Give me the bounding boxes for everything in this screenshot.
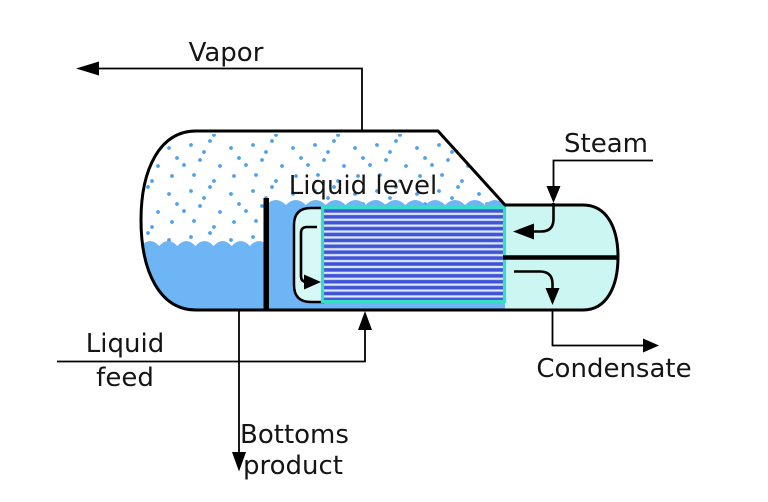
vapor-label: Vapor [189, 38, 264, 68]
condensate-label: Condensate [536, 354, 691, 384]
bottoms-product-label-line2: product [243, 451, 343, 481]
tube-return-arrowhead-icon [304, 274, 321, 290]
liquid-feed-arrowhead-icon [358, 311, 372, 330]
steam-inlet-line [552, 159, 653, 187]
liquid-level-label: Liquid level [289, 171, 438, 201]
liquid-left-compartment [141, 241, 268, 310]
steam-to-tubes-arrowhead-icon [513, 223, 534, 240]
liquid-feed-label-line1: Liquid [86, 329, 164, 359]
vapor-arrowhead-icon [76, 61, 99, 76]
vessel-outline [139, 129, 620, 312]
channel-head [292, 206, 325, 304]
vapor-outlet-line [97, 67, 363, 131]
bottoms-arrowhead-icon [232, 452, 246, 472]
condensate-arrowhead-icon [643, 338, 659, 353]
condensate-outlet-line [551, 309, 644, 347]
bottoms-product-label-line1: Bottoms [240, 420, 349, 450]
condensate-from-tubes-arrowhead-icon [545, 288, 560, 305]
condensate-from-tubes-arrow [514, 270, 554, 289]
tube-bundle [320, 205, 507, 304]
liquid-feed-label-line2: feed [96, 363, 154, 393]
steam-to-tubes-arrow [533, 203, 555, 233]
liquid-feed-line [57, 329, 366, 363]
steam-label: Steam [564, 129, 648, 159]
weir [263, 198, 269, 311]
steam-inlet-arrowhead-icon [546, 186, 561, 203]
